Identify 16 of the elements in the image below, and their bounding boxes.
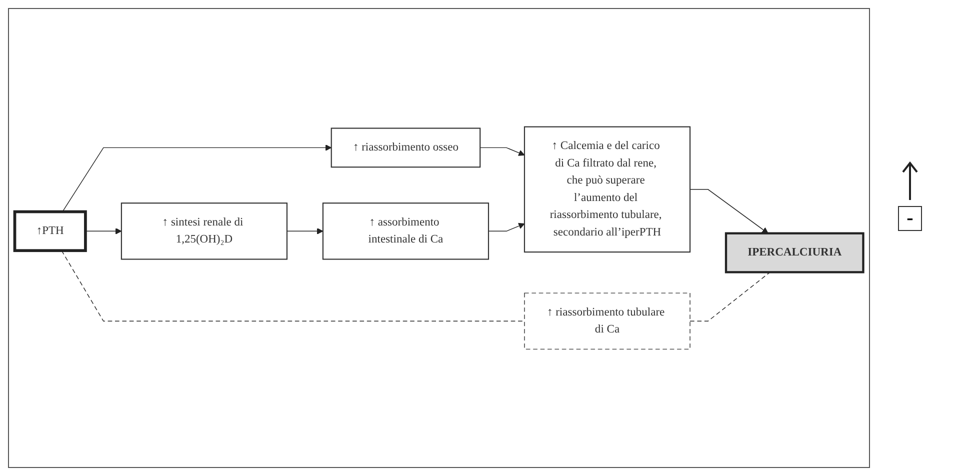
arrow: [480, 147, 525, 156]
connector: [690, 272, 770, 322]
node-box: ↑ riassorbimento osseo: [330, 128, 481, 168]
minus-sign: -: [898, 206, 922, 231]
node-box: ↑ Calcemia e del carico di Ca filtrato dal rene, che può superare l’aumento del riassorbimento tubulare, secondario all’iperPTH: [524, 126, 691, 253]
arrow: [62, 144, 332, 212]
arrow: [286, 228, 324, 234]
node-box: ↑ riassorbimento tubulare di Ca: [524, 292, 690, 350]
node-box: ↑ sintesi renale di 1,25(OH)₂D: [120, 202, 288, 260]
connector: [61, 250, 525, 322]
arrow: [488, 222, 525, 232]
arrow: [690, 189, 768, 234]
arrow: [85, 228, 122, 234]
node-box: ↑PTH: [13, 210, 87, 252]
node-box: ↑ assorbimento intestinale di Ca: [322, 202, 490, 260]
node-box: IPERCALCIURIA: [724, 232, 864, 274]
